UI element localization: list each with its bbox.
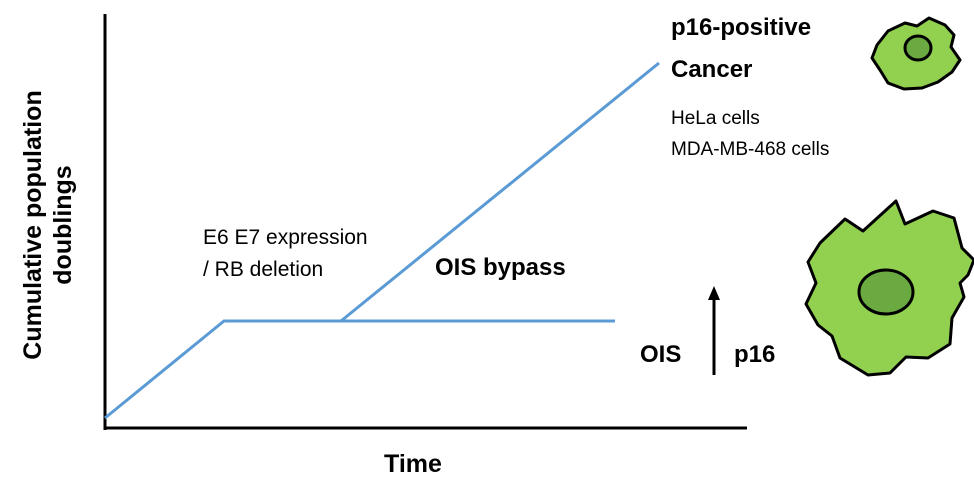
growth-curve-bypass — [340, 61, 660, 323]
cancer-cell-icon — [870, 16, 962, 91]
p16-label: p16 — [734, 341, 776, 368]
mda-cells-label: MDA-MB-468 cells — [671, 139, 830, 160]
p16-positive-label: p16-positive — [671, 14, 812, 41]
senescent-cell-icon — [804, 199, 974, 377]
growth-curve-ois — [104, 319, 615, 420]
y-axis-label-line1: Cumulative population — [19, 90, 47, 360]
y-axis-label-line2: doublings — [49, 165, 77, 285]
up-arrow-icon — [708, 286, 720, 375]
x-axis-label: Time — [384, 450, 442, 478]
hela-cells-label: HeLa cells — [671, 108, 760, 129]
ois-label: OIS — [640, 341, 682, 368]
cancer-label: Cancer — [671, 56, 753, 83]
y-axis-label: Cumulative population doublings — [18, 90, 78, 359]
ois-bypass-label: OIS bypass — [435, 254, 566, 281]
e6e7-label-line2: / RB deletion — [203, 258, 324, 281]
e6e7-label-line1: E6 E7 expression — [203, 226, 368, 249]
